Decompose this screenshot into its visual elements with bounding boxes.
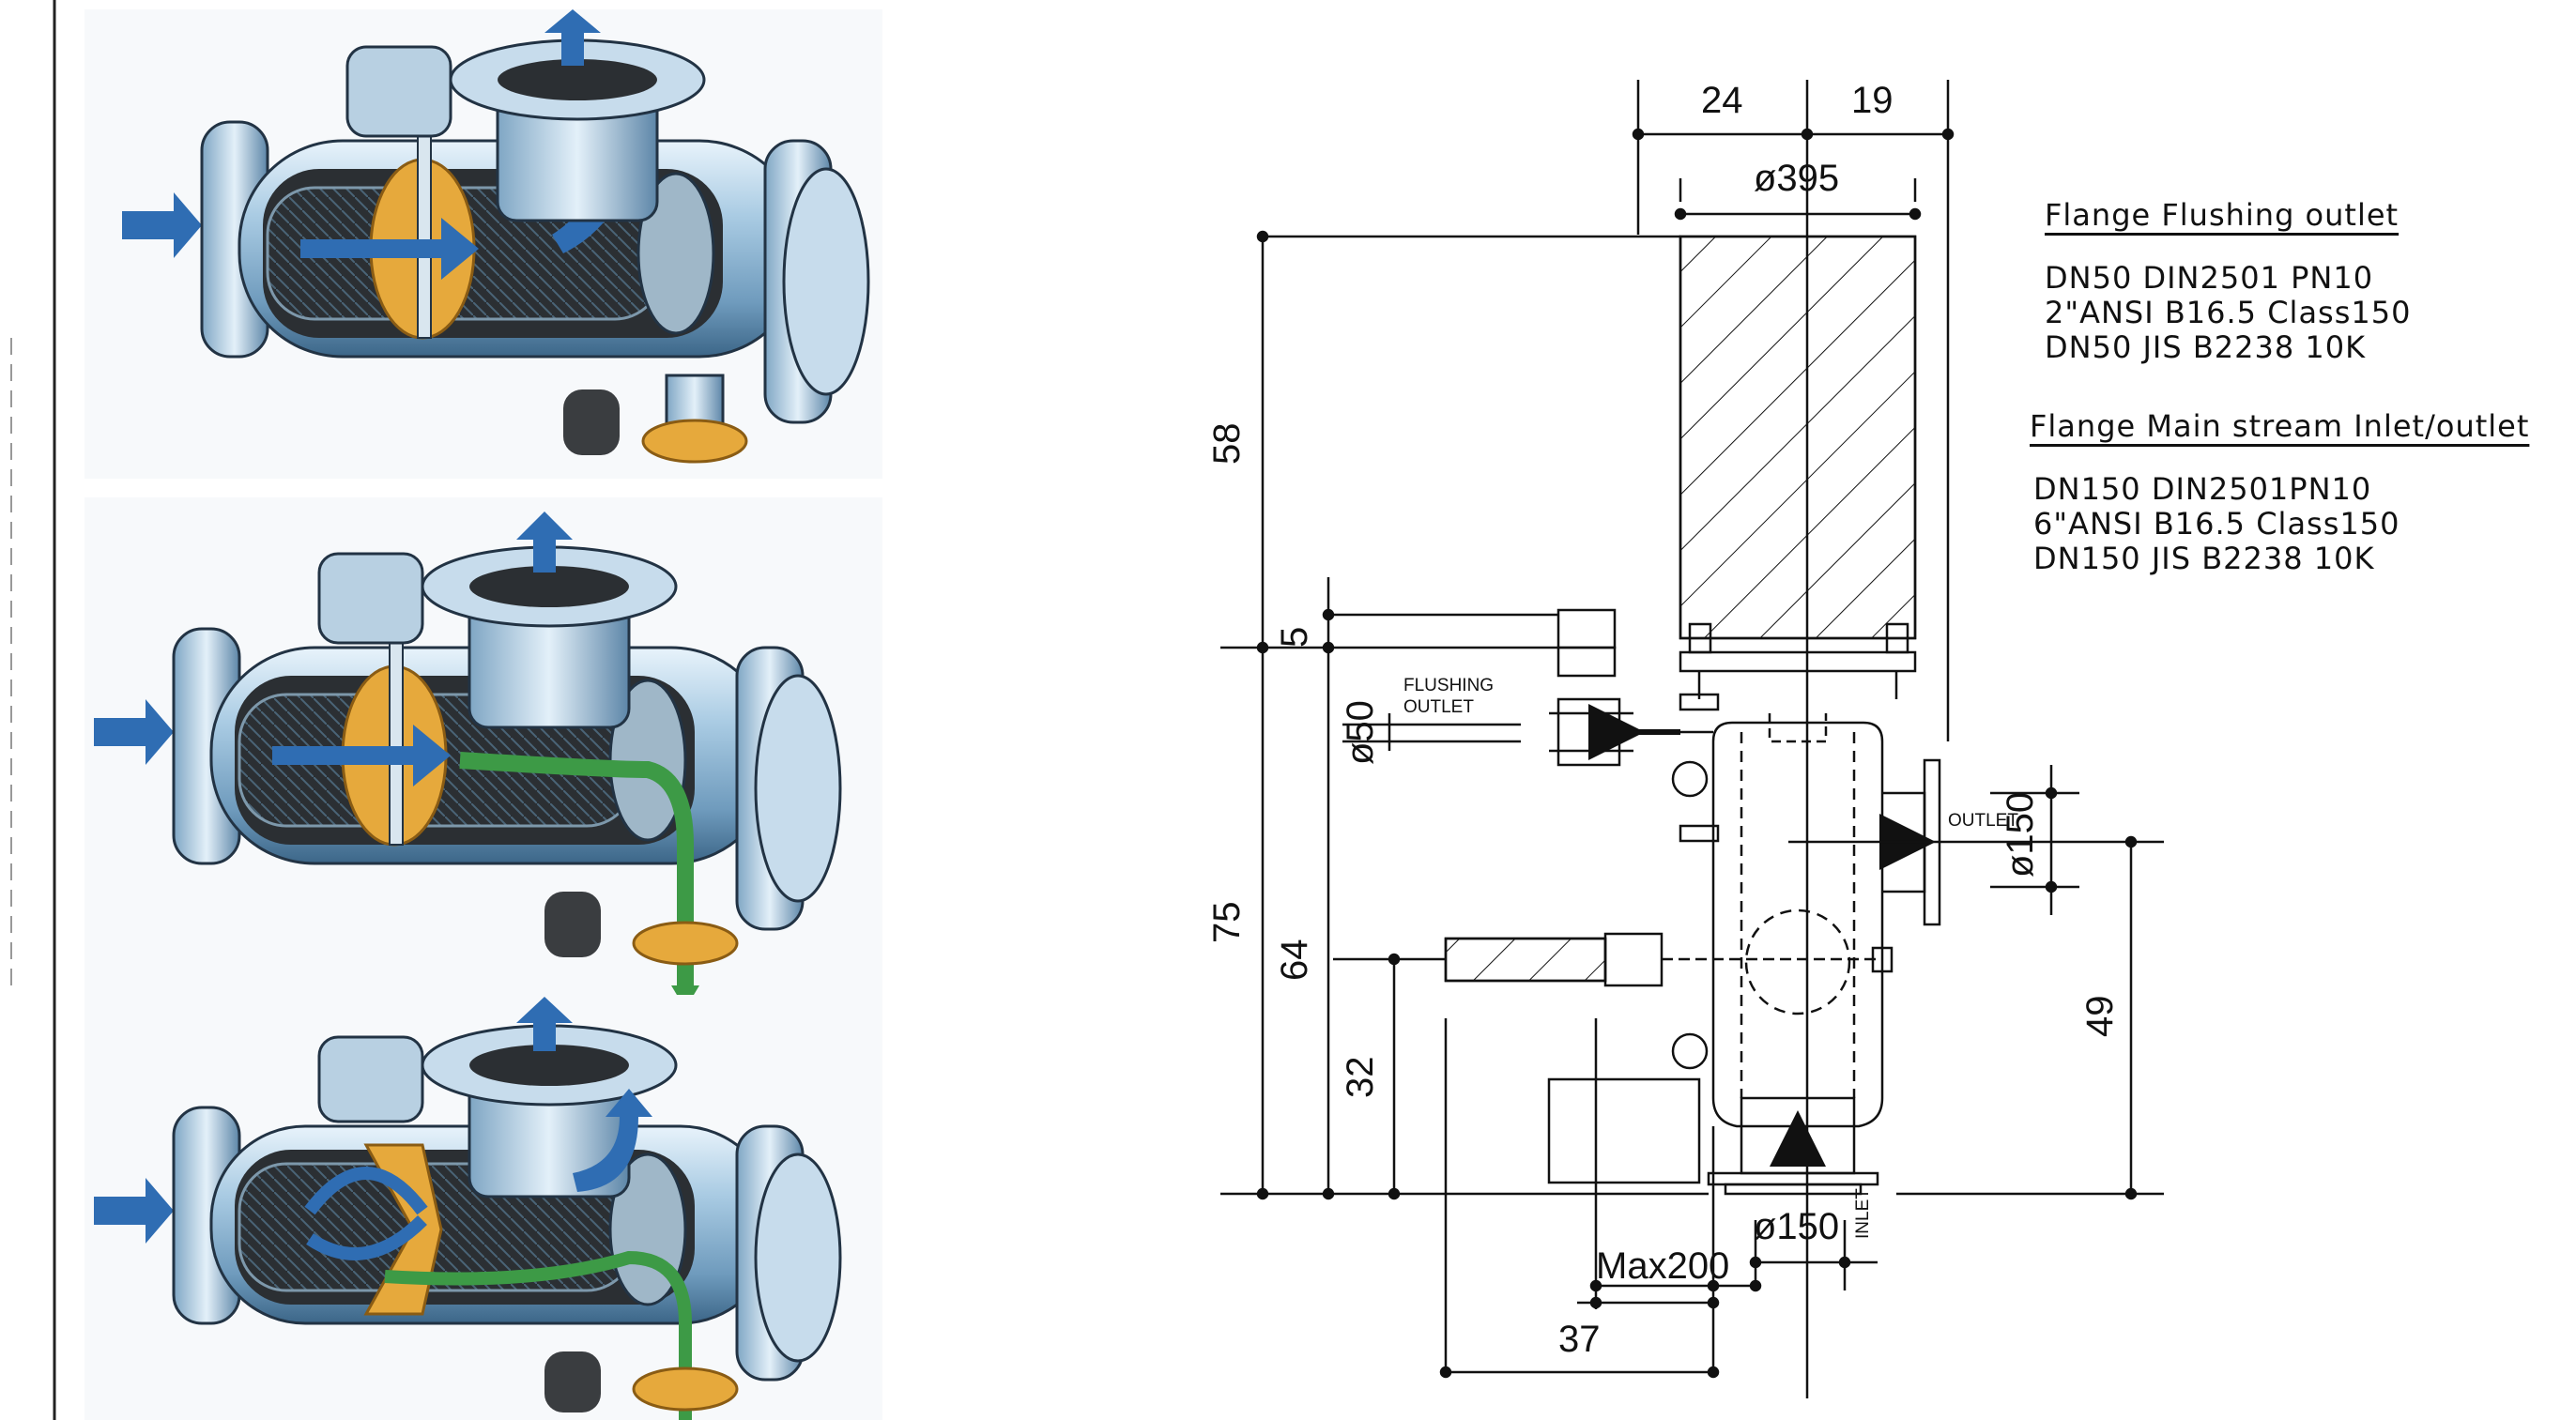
label-flushing-outlet-1: FLUSHING [1403,676,1494,695]
dim-gap: 5 [1274,627,1315,648]
turn-arrow [573,1089,652,1192]
label-inlet: INLET [1853,1188,1873,1239]
dim-top-right: 19 [1851,80,1894,121]
end-cover [754,1153,842,1363]
flange-main-line: DN150 DIN2501PN10 [2033,471,2372,507]
screen-end [636,172,715,335]
dimension-labels: 24 19 ø395 58 5 ø50 75 64 32 ø150 49 ø15… [1206,80,2121,1360]
vessel-body [1711,721,1884,1128]
rotor-shaft [389,637,404,846]
dim-outlet-diameter: ø150 [2000,792,2041,878]
flange-main-line: 6"ANSI B16.5 Class150 [2033,506,2400,542]
outlet-arrow [516,512,573,573]
flange-main-line: DN150 JIS B2238 10K [2033,541,2375,576]
inlet-arrow [94,1178,174,1244]
end-cover [754,674,842,903]
dim-inlet-diameter: ø150 [1754,1206,1839,1247]
flushing-valve [1556,608,1617,649]
backwash-flow [304,1167,428,1260]
flange-flushing-note: Flange Flushing outlet DN50 DIN2501 PN10… [2045,197,2411,365]
motor-box [1547,1077,1701,1184]
engineering-drawing [1220,80,2164,1398]
dim-lower-height: 32 [1340,1057,1381,1099]
flush-valve-actuator [563,389,620,455]
flange-flushing-title: Flange Flushing outlet [2045,197,2400,233]
filter-illustration-flushing [84,497,882,1009]
actuator-block [1679,235,1917,640]
inlet-arrow [94,699,174,765]
flush-flow [459,752,694,995]
flush-valve-actuator [544,892,601,957]
dim-flushing-diameter: ø50 [1340,700,1381,765]
flange-main-note: Flange Main stream Inlet/outlet DN150 DI… [2030,408,2529,576]
dim-outlet-height: 49 [2079,996,2121,1038]
flush-flow [384,1250,692,1420]
filter-illustration-filtering [84,9,882,479]
withdrawal-shaft [1444,937,1607,983]
flow-arrow [272,725,451,786]
dim-cylinder-diameter: ø395 [1754,158,1839,199]
flange-flushing-line: DN50 JIS B2238 10K [2045,329,2367,365]
dim-overall-height: 75 [1206,902,1248,944]
flush-flange [641,419,748,464]
end-cover [782,167,870,396]
label-outlet: OUTLET [1948,811,2018,831]
dim-actuator-height: 58 [1206,423,1248,466]
flange-flushing-line: 2"ANSI B16.5 Class150 [2045,295,2412,330]
flush-flange [632,1367,739,1412]
dim-flushing-height: 64 [1274,939,1315,982]
dim-offset: 37 [1558,1319,1601,1360]
gear-motor [345,45,452,138]
dim-top-left: 24 [1701,80,1743,121]
outlet-arrow [544,9,601,66]
gear-motor [317,552,424,645]
dim-max-clearance: Max200 [1596,1245,1729,1287]
flush-flange [632,921,739,966]
flush-valve-actuator [544,1351,601,1412]
gear-motor [317,1035,424,1123]
flow-arrow [300,218,479,280]
label-flushing-outlet-2: OUTLET [1403,697,1474,717]
flange-main-title: Flange Main stream Inlet/outlet [2030,408,2530,444]
filter-illustration-backwash [84,995,882,1420]
inlet-arrow [122,192,202,258]
outlet-arrow [516,997,573,1051]
flange-flushing-line: DN50 DIN2501 PN10 [2045,260,2374,296]
rotor-shaft [417,130,432,339]
